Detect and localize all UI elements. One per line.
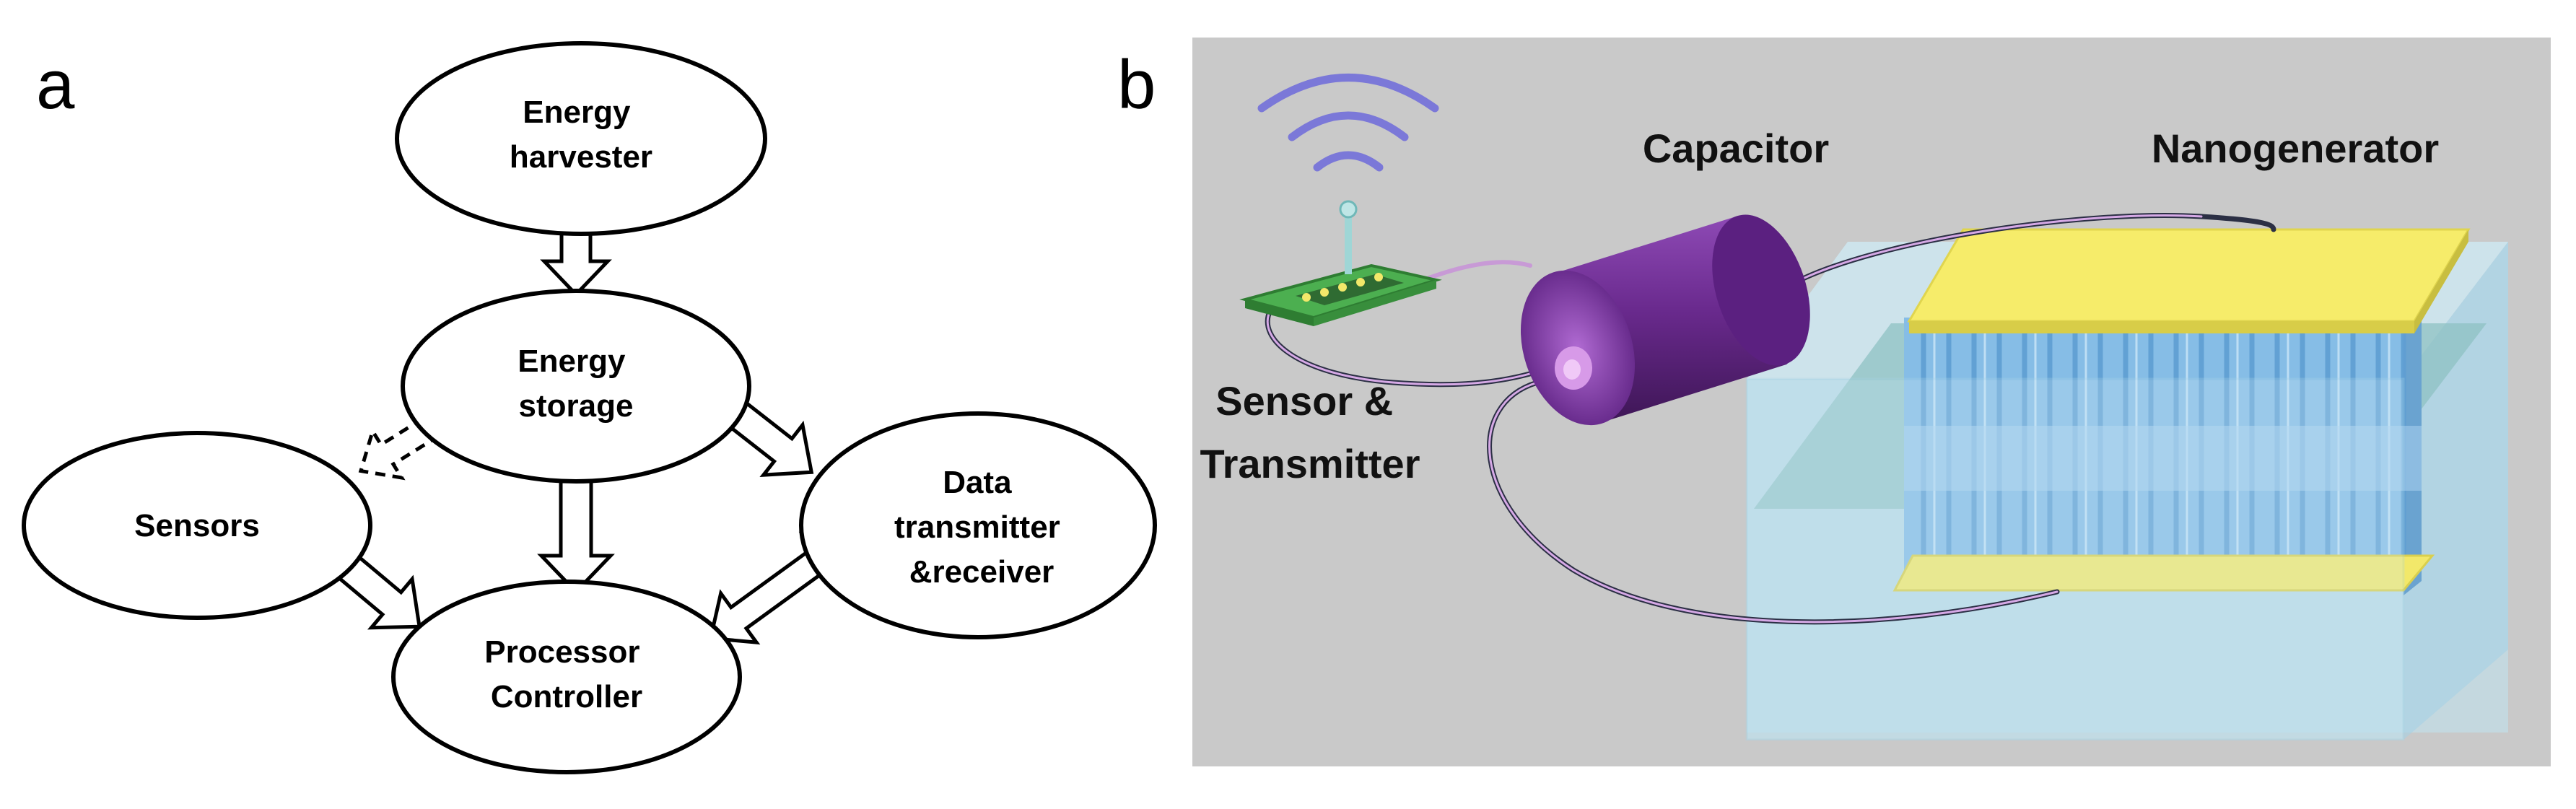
label-data-line3: &receiver [909,554,1055,590]
node-sensors [22,431,372,620]
sensor-transmitter-board [1239,200,1442,326]
node-processor-controller [391,580,742,774]
panel-b-letter: b [1117,46,1156,123]
label-energy-harvester-line2: harvester [510,139,652,175]
panel-a: a Energy harvester [22,41,1157,774]
nanowire-array [1904,318,2422,595]
label-processor-controller: Processor Controller [484,634,648,714]
label-data-transmitter: Data transmitter &receiver [894,465,1069,590]
node-energy-harvester [395,41,767,236]
node-energy-storage [401,289,751,484]
top-electrode [1907,228,2471,333]
enclosure-front [1745,377,2405,741]
label-energy-harvester-line1: Energy [523,95,631,130]
label-data-line1: Data [943,465,1012,500]
arrow-storage-to-processor [537,471,615,595]
antenna-tip [1339,200,1358,219]
label-sensor-line1: Sensor & [1215,378,1393,424]
capacitor [1520,214,1810,426]
wire-sensor-top [1427,260,1532,280]
label-processor-line1: Processor [484,634,639,670]
label-nanogenerator: Nanogenerator [2152,126,2439,171]
panel-b: b [1117,38,2551,766]
label-sensors-line1: Sensors [134,508,260,543]
node-data-transmitter [799,411,1157,639]
wires [1265,213,2276,625]
label-capacitor: Capacitor [1643,126,1829,171]
panel-a-letter: a [36,46,75,123]
label-sensor-line2: Transmitter [1200,441,1420,486]
label-energy-harvester: Energy harvester [510,95,652,175]
label-data-line2: transmitter [894,510,1060,545]
label-energy-storage: Energy storage [518,344,634,424]
label-processor-line2: Controller [491,679,642,714]
label-energy-storage-line1: Energy [518,344,626,379]
label-sensor-transmitter: Sensor & Transmitter [1200,378,1420,486]
label-energy-storage-line2: storage [519,388,634,424]
label-sensors: Sensors [134,508,260,543]
wireless-signal-icon [1257,74,1439,172]
bottom-electrode [1892,554,2435,592]
